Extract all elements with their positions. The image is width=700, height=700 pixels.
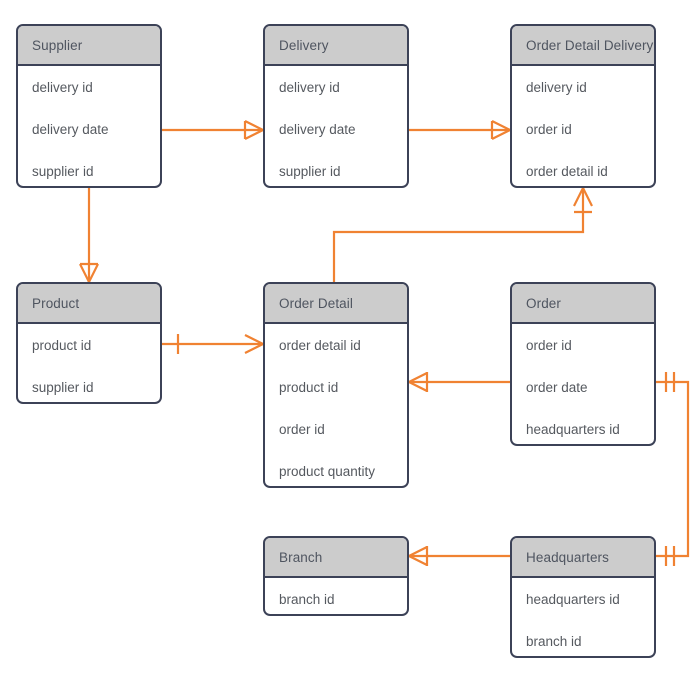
attribute-label: delivery id	[526, 79, 587, 95]
entity-headquarters-header: Headquarters	[512, 538, 654, 578]
attribute-row: branch id	[265, 578, 407, 614]
attribute-label: product quantity	[279, 463, 376, 479]
connector-supplier-delivery	[162, 120, 264, 140]
connector-branch-headquarters	[408, 546, 510, 566]
entity-order-detail-delivery-header: Order Detail Delivery	[512, 26, 654, 66]
connector-order-detail-delivery-order-detail	[332, 187, 593, 282]
entity-order-detail-delivery[interactable]: Order Detail Delivery delivery id order …	[510, 24, 656, 188]
attribute-row: order id	[512, 108, 654, 150]
attribute-row: headquarters id	[512, 408, 654, 444]
attribute-row: headquarters id	[512, 578, 654, 620]
attribute-row: delivery date	[18, 108, 160, 150]
entity-supplier-header: Supplier	[18, 26, 160, 66]
attribute-label: branch id	[526, 633, 582, 649]
entity-order-detail-delivery-attributes: delivery id order id order detail id	[512, 66, 654, 186]
attribute-label: order detail id	[279, 337, 361, 353]
entity-branch-title: Branch	[279, 549, 323, 565]
connector-supplier-product	[79, 188, 99, 283]
attribute-row: delivery id	[512, 66, 654, 108]
entity-order-detail-delivery-title: Order Detail Delivery	[526, 37, 654, 53]
entity-product[interactable]: Product product id supplier id	[16, 282, 162, 404]
attribute-label: product id	[279, 379, 339, 395]
attribute-row: branch id	[512, 620, 654, 656]
attribute-label: supplier id	[32, 163, 94, 179]
entity-product-title: Product	[32, 295, 80, 311]
attribute-label: headquarters id	[526, 591, 620, 607]
attribute-label: delivery date	[279, 121, 356, 137]
connector-product-order-detail	[162, 334, 264, 354]
entity-order[interactable]: Order order id order date headquarters i…	[510, 282, 656, 446]
entity-branch[interactable]: Branch branch id	[263, 536, 409, 616]
attribute-row: order id	[512, 324, 654, 366]
entity-order-detail-attributes: order detail id product id order id prod…	[265, 324, 407, 486]
attribute-row: delivery date	[265, 108, 407, 150]
attribute-label: order id	[526, 337, 572, 353]
attribute-row: order detail id	[512, 150, 654, 186]
entity-product-header: Product	[18, 284, 160, 324]
entity-supplier[interactable]: Supplier delivery id delivery date suppl…	[16, 24, 162, 188]
entity-order-detail-header: Order Detail	[265, 284, 407, 324]
attribute-label: delivery date	[32, 121, 109, 137]
attribute-row: supplier id	[18, 366, 160, 402]
attribute-row: order id	[265, 408, 407, 450]
attribute-row: delivery id	[18, 66, 160, 108]
attribute-row: product id	[18, 324, 160, 366]
attribute-label: branch id	[279, 591, 335, 607]
entity-order-attributes: order id order date headquarters id	[512, 324, 654, 444]
attribute-row: order detail id	[265, 324, 407, 366]
entity-branch-header: Branch	[265, 538, 407, 578]
attribute-row: product quantity	[265, 450, 407, 486]
attribute-label: product id	[32, 337, 92, 353]
entity-order-title: Order	[526, 295, 562, 311]
entity-delivery-title: Delivery	[279, 37, 329, 53]
attribute-row: supplier id	[18, 150, 160, 186]
entity-headquarters-attributes: headquarters id branch id	[512, 578, 654, 656]
entity-order-detail[interactable]: Order Detail order detail id product id …	[263, 282, 409, 488]
attribute-label: headquarters id	[526, 421, 620, 437]
attribute-label: order detail id	[526, 163, 608, 179]
attribute-row: product id	[265, 366, 407, 408]
entity-order-header: Order	[512, 284, 654, 324]
attribute-label: delivery id	[32, 79, 93, 95]
entity-delivery-header: Delivery	[265, 26, 407, 66]
attribute-label: order id	[526, 121, 572, 137]
attribute-label: order id	[279, 421, 325, 437]
connector-delivery-order-detail-delivery	[409, 120, 511, 140]
attribute-row: supplier id	[265, 150, 407, 186]
entity-supplier-title: Supplier	[32, 37, 83, 53]
entity-headquarters-title: Headquarters	[526, 549, 609, 565]
entity-product-attributes: product id supplier id	[18, 324, 160, 402]
attribute-label: delivery id	[279, 79, 340, 95]
entity-branch-attributes: branch id	[265, 578, 407, 614]
connector-order-detail-order	[408, 372, 510, 392]
attribute-label: order date	[526, 379, 588, 395]
attribute-row: delivery id	[265, 66, 407, 108]
attribute-row: order date	[512, 366, 654, 408]
entity-order-detail-title: Order Detail	[279, 295, 353, 311]
entity-delivery-attributes: delivery id delivery date supplier id	[265, 66, 407, 186]
entity-headquarters[interactable]: Headquarters headquarters id branch id	[510, 536, 656, 658]
entity-supplier-attributes: delivery id delivery date supplier id	[18, 66, 160, 186]
attribute-label: supplier id	[279, 163, 341, 179]
attribute-label: supplier id	[32, 379, 94, 395]
entity-delivery[interactable]: Delivery delivery id delivery date suppl…	[263, 24, 409, 188]
connector-order-headquarters	[656, 372, 690, 566]
